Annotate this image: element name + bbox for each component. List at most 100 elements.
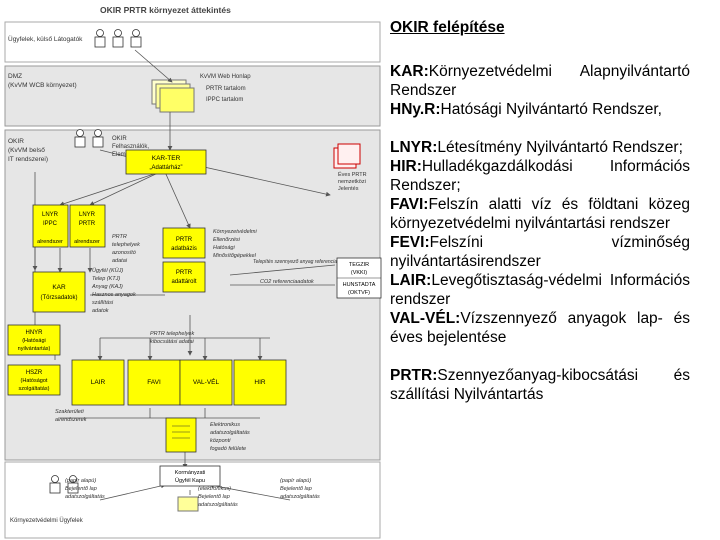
def-text: Létesítmény Nyilvántartó Rendszer; [437, 139, 683, 156]
lnyr-prtr-label-3: alrendszer [74, 239, 100, 245]
prtr-warehouse-box [162, 261, 206, 293]
annual-report-label-2: nemzetközi [338, 179, 366, 185]
def-hir: HIR:Hulladékgazdálkodási Információs Ren… [390, 157, 690, 195]
zone-clients-label: Ügyfelek, külső Látogatók [8, 35, 83, 43]
def-text: Hulladékgazdálkodási Információs Rendsze… [390, 158, 690, 194]
prtr-database-label-2: adatbázis [171, 246, 197, 252]
web-page-icon [151, 79, 195, 113]
def-abbr: PRTR: [390, 367, 438, 384]
bullet-list: Ügyfél (KÜJ) Telep (KTJ) Anyag (KAJ) Has… [91, 267, 136, 314]
prtr-warehouse-label: PRTR [176, 270, 193, 276]
prtr-sites-label-4: adatai [112, 258, 128, 264]
user-group-icon [94, 29, 142, 48]
elec-label-2: adatszolgáltatás [210, 430, 250, 436]
definitions-panel: OKIR felépítése KAR:Környezetvédelmi Ala… [390, 18, 690, 404]
def-abbr: LNYR: [390, 139, 438, 156]
site-data-label: Telepítés szennyező anyag referenciaadat… [253, 259, 353, 265]
prtr-report-label: PRTR telephelyek [150, 331, 194, 337]
lair-box [71, 359, 125, 406]
lnyr-ippc-label: LNYR [42, 212, 59, 218]
prtr-sites-label-3: azonosító [112, 250, 136, 256]
bullet-item: Hasznos anyagok [92, 292, 136, 298]
kar-label-2: (Törzsadatok) [40, 295, 77, 301]
env-label: Környezetvédelmi [213, 229, 257, 235]
zone-okir-label-2: (KvVM belső [8, 147, 45, 154]
kar-ter-box [125, 149, 207, 175]
hnyr-label-2: (Hatósági [22, 338, 46, 344]
zone-okir-label: OKIR [8, 138, 24, 145]
prtr-report-label-2: kibocsátási adatai [150, 339, 194, 345]
paper-left-label: (papír alapú) [65, 478, 96, 484]
def-abbr: KAR: [390, 63, 429, 80]
val-vel-label: VAL-VÉL [193, 377, 220, 386]
hnyr-label: HNYR [25, 330, 43, 336]
web-label: KvVM Web Honlap [200, 74, 251, 80]
okir-architecture-diagram: OKIR PRTR környezet áttekintés Ügyfelek,… [4, 5, 382, 539]
prtr-database-label: PRTR [176, 237, 193, 243]
bullet-item: Telep (KTJ) [92, 276, 120, 282]
connection-lines [32, 49, 336, 501]
okir-users-label-2: Felhasználók, [112, 144, 149, 150]
def-text: Vízszennyező anyagok lap- és éves bejele… [390, 310, 690, 346]
elec-mid-label-3: adatszolgáltatás [198, 502, 238, 508]
prtr-sites-label: PRTR [112, 234, 127, 240]
def-abbr: HNy.R: [390, 101, 441, 118]
hszr-label: HSZR [26, 370, 43, 376]
def-lair: LAIR:Levegőtisztaság-védelmi Információs… [390, 271, 690, 309]
bullet-item: adatok [92, 308, 109, 314]
gov-portal-box [159, 465, 221, 487]
lnyr-ippc-label-3: alrendszer [37, 239, 63, 245]
elec-mid-label: (elektronikus) [198, 486, 231, 492]
bullet-item: Anyag (KAJ) [91, 284, 123, 290]
elec-label-4: fogadó felülete [210, 446, 246, 452]
env-label-2: Ellenőrzési [213, 237, 241, 243]
zone-officials-label: Környezetvédelmi Ügyfelek [10, 517, 84, 524]
bullet-item: Ügyfél (KÜJ) [92, 267, 123, 274]
web-label-3: IPPC tartalom [206, 97, 243, 103]
elec-gateway-icon [165, 417, 197, 453]
favi-label: FAVI [147, 379, 161, 386]
hir-box [233, 359, 287, 406]
env-label-4: Minősítőgépekkel [213, 253, 257, 259]
panel-title: OKIR felépítése [390, 19, 505, 36]
prtr-warehouse-label-2: adattárolt [171, 279, 196, 285]
lair-label: LAIR [91, 379, 106, 386]
paper-left-label-3: adatszolgáltatás [65, 494, 105, 500]
lnyr-prtr-label: LNYR [79, 212, 96, 218]
gov-portal-label-2: Ügyfél Kapu [175, 477, 205, 484]
zone-dmz-label-2: (KvVM WCB környezet) [8, 82, 77, 89]
paper-right-label: (papír alapú) [280, 478, 311, 484]
district-label: Szakterületi [55, 409, 85, 415]
tegzir-label-4: (OKTVF) [348, 290, 370, 296]
def-abbr: FEVI: [390, 234, 430, 251]
def-fevi: FEVI:Felszíni vízminőség nyilvántartásir… [390, 233, 690, 271]
def-abbr: FAVI: [390, 196, 429, 213]
def-favi: FAVI:Felszín alatti víz és földtani köze… [390, 195, 690, 233]
env-label-3: Hatósági [213, 245, 235, 251]
okir-users-label-3: Elemzők [112, 152, 136, 158]
zone-clients [4, 21, 381, 63]
def-text: Szennyezőanyag-kibocsátási és szállítási… [390, 367, 690, 403]
kar-label: KAR [52, 284, 66, 291]
def-abbr: VAL-VÉL: [390, 310, 461, 327]
prtr-database-box [162, 227, 206, 259]
district-label-2: alrendszerek [55, 417, 87, 423]
def-lnyr: LNYR:Létesítmény Nyilvántartó Rendszer; [390, 138, 690, 157]
kar-ter-label: KAR-TER [152, 155, 181, 162]
paper-left-label-2: Bejelentő lap [65, 486, 97, 492]
hszr-label-2: (Hatóságot [21, 378, 48, 384]
lnyr-ippc-box [32, 204, 69, 248]
elec-mid-label-2: Bejelentő lap [198, 494, 230, 500]
zone-okir-label-3: IT rendszerei) [8, 156, 48, 163]
lnyr-prtr-box [69, 204, 106, 248]
def-text: Levegőtisztaság-védelmi Információs rend… [390, 272, 690, 308]
tegzir-label-3: HUNSTADTA [343, 282, 376, 288]
officials-user-icon [49, 475, 79, 494]
def-valvel: VAL-VÉL:Vízszennyező anyagok lap- és éve… [390, 309, 690, 347]
prtr-sites-label-2: telephelyek [112, 242, 140, 248]
co2-label: CO2 referenciaadatok [260, 279, 314, 285]
zone-dmz-label: DMZ [8, 73, 22, 80]
favi-box [127, 359, 181, 406]
paper-right-label-3: adatszolgáltatás [280, 494, 320, 500]
paper-right-label-2: Bejelentő lap [280, 486, 312, 492]
